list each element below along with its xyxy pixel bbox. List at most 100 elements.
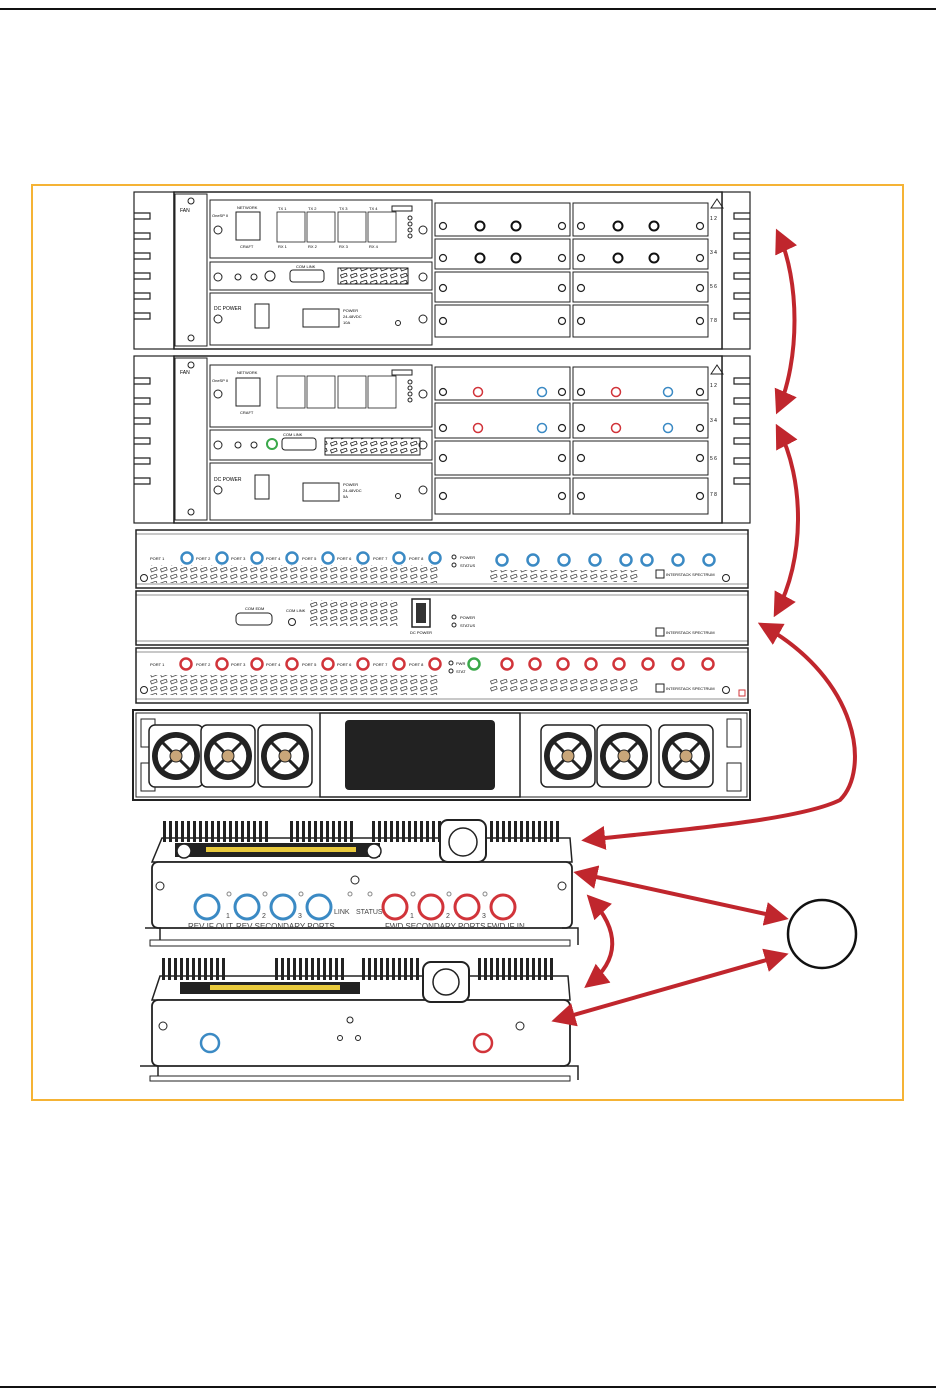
chassis-1-rx3: RX 3 — [339, 244, 349, 249]
ctrl-com-link: COM LINK — [286, 608, 306, 613]
chassis-1-module-label: OneSP II — [212, 213, 228, 218]
chassis-2-volts: 24-48VDC — [343, 488, 362, 493]
chassis-2-com-link: COM LINK — [283, 432, 303, 437]
chassis-1-network-label: NETWORK — [237, 205, 258, 210]
remote-2-blue-port — [199, 1032, 221, 1054]
chassis-1-craft-label: CRAFT — [240, 244, 254, 249]
fwd-port-5-label: PORT 5 — [302, 662, 317, 667]
chassis-1-volts: 24-48VDC — [343, 314, 362, 319]
chassis-1-tx1: TX 1 — [278, 206, 287, 211]
rev-panel: PORT 1 PORT 2 PORT 3 PORT 4 PORT 5 PORT … — [135, 529, 749, 589]
chassis-2-slot-78: 7 8 — [710, 492, 717, 498]
rev-port-num-1: 1 — [226, 913, 230, 920]
fwd-port-num-2: 2 — [446, 913, 450, 920]
chassis-1-rx1: RX 1 — [278, 244, 288, 249]
chassis-1-tx4: TX 4 — [369, 206, 378, 211]
chassis-2: FAN NETWORK OneSP II CRAFT COM LINK DC P… — [133, 355, 751, 524]
figure-frame — [31, 184, 904, 1101]
bottom-rule — [0, 1386, 936, 1388]
ctrl-com-label: COM EDM — [245, 606, 264, 611]
connection-arrows — [551, 228, 857, 1027]
chassis-1-tx3: TX 3 — [339, 206, 348, 211]
fwd-port-7-label: PORT 7 — [373, 662, 388, 667]
fwd-secondary-label: FWD SECONDARY PORTS — [385, 922, 485, 931]
ctrl-status-indicator: STATUS — [460, 623, 476, 628]
chassis-2-network-label: NETWORK — [237, 370, 258, 375]
chassis-1-dc-power: DC POWER — [214, 306, 242, 312]
chassis-2-dc-power: DC POWER — [214, 477, 242, 483]
rev-port-3-label: PORT 3 — [231, 556, 246, 561]
rev-port-2-label: PORT 2 — [196, 556, 211, 561]
warning-icon — [710, 364, 724, 375]
chassis-1-slot-34: 3 4 — [710, 250, 717, 256]
chassis-1-rx4: RX 4 — [369, 244, 379, 249]
ctrl-brand: INTERSTACK SPECTRUM — [666, 630, 715, 635]
fwd-port-num-1: 1 — [410, 913, 414, 920]
arrow-controller-remote1 — [581, 622, 857, 850]
warning-icon — [710, 198, 724, 209]
rev-port-6-label: PORT 6 — [337, 556, 352, 561]
fan-tray — [132, 709, 751, 801]
fwd-port-4-label: PORT 4 — [266, 662, 281, 667]
rev-brand: INTERSTACK SPECTRUM — [666, 572, 715, 577]
chassis-1-power: POWER — [343, 308, 358, 313]
fan-icon — [596, 724, 652, 788]
arrow-remote1-remote2 — [584, 894, 615, 988]
fan-icon — [257, 724, 313, 788]
chassis-1-slot-12: 1 2 — [710, 216, 717, 222]
yellow-cable — [206, 847, 356, 852]
ctrl-dc-power: DC POWER — [410, 630, 432, 635]
remote-unit-2 — [140, 958, 579, 1082]
fwd-green-port — [467, 657, 481, 671]
chassis-2-craft-label: CRAFT — [240, 410, 254, 415]
arrow-chassis1-chassis2 — [774, 228, 797, 415]
rev-port-4-label: PORT 4 — [266, 556, 281, 561]
fwd-brand: INTERSTACK SPECTRUM — [666, 686, 715, 691]
ctrl-power-indicator: POWER — [460, 615, 475, 620]
chassis-1-tx2: TX 2 — [308, 206, 317, 211]
chassis-1-com-link: COM LINK — [296, 264, 316, 269]
fwd-port-3-label: PORT 3 — [231, 662, 246, 667]
fwd-port-8-label: PORT 8 — [409, 662, 424, 667]
rev-port-num-3: 3 — [298, 913, 302, 920]
rev-power-indicator: POWER — [460, 555, 475, 560]
rev-status-indicator: STATUS — [460, 563, 476, 568]
rev-port-num-2: 2 — [262, 913, 266, 920]
remote-unit-1: REV IF OUT REV SECONDARY PORTS LINK STAT… — [145, 819, 579, 947]
fwd-port-6-label: PORT 6 — [337, 662, 352, 667]
rev-if-out-label: REV IF OUT — [188, 922, 233, 931]
chassis-1-rx2: RX 2 — [308, 244, 318, 249]
top-rule — [0, 8, 936, 10]
rev-port-5-label: PORT 5 — [302, 556, 317, 561]
arrow-chassis2-panels — [773, 423, 800, 618]
chassis-1: FAN NETWORK OneSP II CRAFT TX 1 TX 2 TX … — [133, 191, 751, 350]
fan-icon — [540, 724, 596, 788]
chassis-1-slot-78: 7 8 — [710, 318, 717, 324]
chassis-2-amps: 5A — [343, 494, 348, 499]
fan-icon — [148, 724, 204, 788]
chassis-2-module-label: OneSP II — [212, 378, 228, 383]
arrow-remote2-hub — [551, 948, 789, 1027]
arrow-remote1-hub — [573, 865, 789, 926]
fwd-port-2-label: PORT 2 — [196, 662, 211, 667]
chassis-1-slot-56: 5 6 — [710, 284, 717, 290]
chassis-1-right-ear — [721, 191, 751, 350]
callout-circle — [786, 898, 858, 970]
chassis-1-fan-label: FAN — [180, 208, 190, 214]
fwd-if-in-label: FWD IF IN — [487, 922, 525, 931]
chassis-2-slot-34: 3 4 — [710, 418, 717, 424]
chassis-2-slot-56: 5 6 — [710, 456, 717, 462]
rev-secondary-label: REV SECONDARY PORTS — [236, 922, 335, 931]
chassis-2-status-led — [266, 438, 278, 450]
rev-port-8-label: PORT 8 — [409, 556, 424, 561]
chassis-2-slot-12: 1 2 — [710, 383, 717, 389]
link-label: LINK — [334, 909, 350, 916]
rev-port-1-label: PORT 1 — [150, 556, 165, 561]
status-label: STATUS — [356, 909, 383, 916]
fwd-panel: PORT 1 PORT 2 PORT 3 PORT 4 PORT 5 PORT … — [135, 647, 749, 704]
chassis-1-amps: 10A — [343, 320, 350, 325]
remote-2-red-port — [472, 1032, 494, 1054]
fwd-port-num-3: 3 — [482, 913, 486, 920]
fwd-stat-indicator: STAT — [456, 669, 466, 674]
